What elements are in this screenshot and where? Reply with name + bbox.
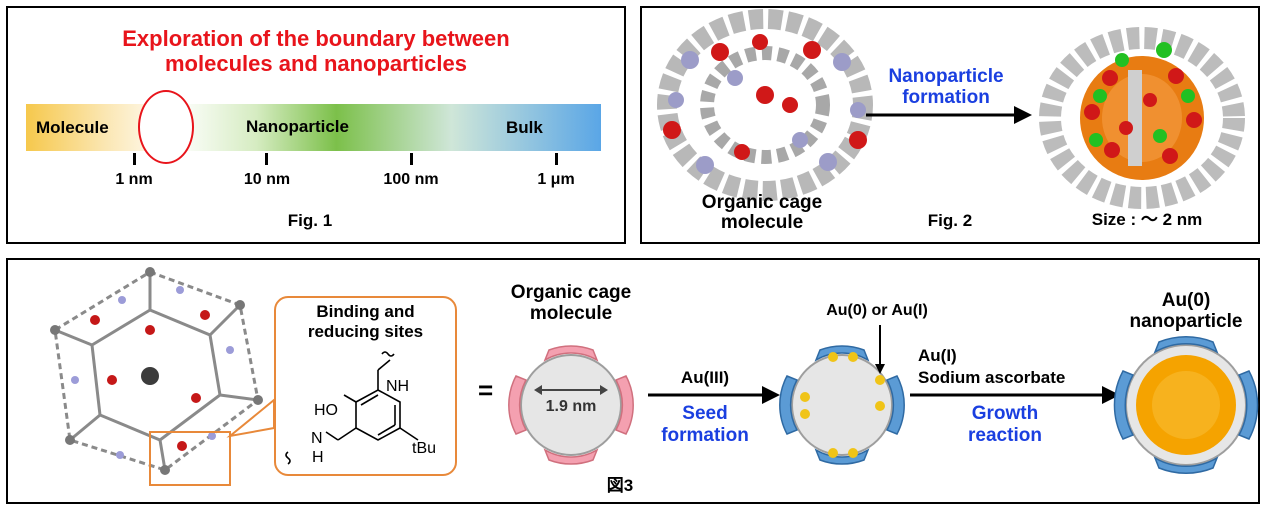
fig2-arrow-label-line2: formation <box>902 87 990 108</box>
organic-cage-model <box>657 9 873 201</box>
chem-n-left: N <box>311 430 323 447</box>
chem-tbu: tBu <box>412 440 437 457</box>
tick-label-100nm: 100 nm <box>383 171 439 188</box>
chem-nh-top: NH <box>386 378 410 395</box>
fig2-left-label-line1: Organic cage <box>701 192 823 213</box>
tick-label-10nm: 10 nm <box>243 171 291 188</box>
step2-label-line1: Growth <box>971 403 1039 424</box>
fig2-caption: Fig. 2 <box>927 211 973 230</box>
cage-seeded <box>779 325 905 465</box>
inset-title-line2: reducing sites <box>307 322 424 341</box>
scale-label-bulk: Bulk <box>506 118 543 137</box>
chem-ho: HO <box>314 402 338 419</box>
inset-box <box>274 296 457 476</box>
cage-gold-nanoparticle <box>1113 335 1259 475</box>
inset-title-line1: Binding and <box>316 302 415 321</box>
tick-100nm <box>410 153 413 165</box>
boundary-highlight-circle <box>138 90 194 164</box>
size-scale-bar <box>26 104 601 151</box>
fig1-title-line2: molecules and nanoparticles <box>165 51 467 76</box>
cage-empty <box>508 345 634 465</box>
tick-label-1nm: 1 nm <box>115 171 153 188</box>
cage-label-line1: Organic cage <box>510 282 632 303</box>
product-label-line2: nanoparticle <box>1129 311 1243 332</box>
seed-label: Au(0) or Au(I) <box>826 302 928 319</box>
tick-1nm <box>133 153 136 165</box>
step2-reagent-line2: Sodium ascorbate <box>918 368 1066 387</box>
equals-sign: = <box>478 375 494 405</box>
cage-atoms <box>50 267 263 475</box>
fig3-caption: 図3 <box>606 476 634 495</box>
cage-diameter-label: 1.9 nm <box>545 398 597 415</box>
gold-nanoparticle-model <box>1039 27 1245 209</box>
tick-10nm <box>265 153 268 165</box>
fig3-panel <box>6 258 1260 504</box>
chem-h-left: H <box>312 449 324 466</box>
scale-label-nanoparticle: Nanoparticle <box>246 117 349 136</box>
inset-structure <box>285 351 419 465</box>
fig2-arrow-label-line1: Nanoparticle <box>888 66 1004 87</box>
step1-label-line1: Seed <box>682 403 728 424</box>
step1-label-line2: formation <box>661 425 749 446</box>
cage-label-line2: molecule <box>529 303 613 324</box>
fig2-left-label-line2: molecule <box>720 212 804 233</box>
tick-label-1um: 1 μm <box>537 171 575 188</box>
scale-label-molecule: Molecule <box>36 118 109 137</box>
product-label-line1: Au(0) <box>1161 290 1211 311</box>
tick-1um <box>555 153 558 165</box>
fig1-title-line1: Exploration of the boundary between <box>122 26 510 51</box>
step2-label-line2: reaction <box>968 425 1042 446</box>
step1-reagent: Au(III) <box>680 368 730 387</box>
step2-reagent-line1: Au(I) <box>918 346 957 365</box>
fig2-size-label: Size : ～ 2 nm <box>1091 210 1203 229</box>
fig1-caption: Fig. 1 <box>287 211 333 230</box>
